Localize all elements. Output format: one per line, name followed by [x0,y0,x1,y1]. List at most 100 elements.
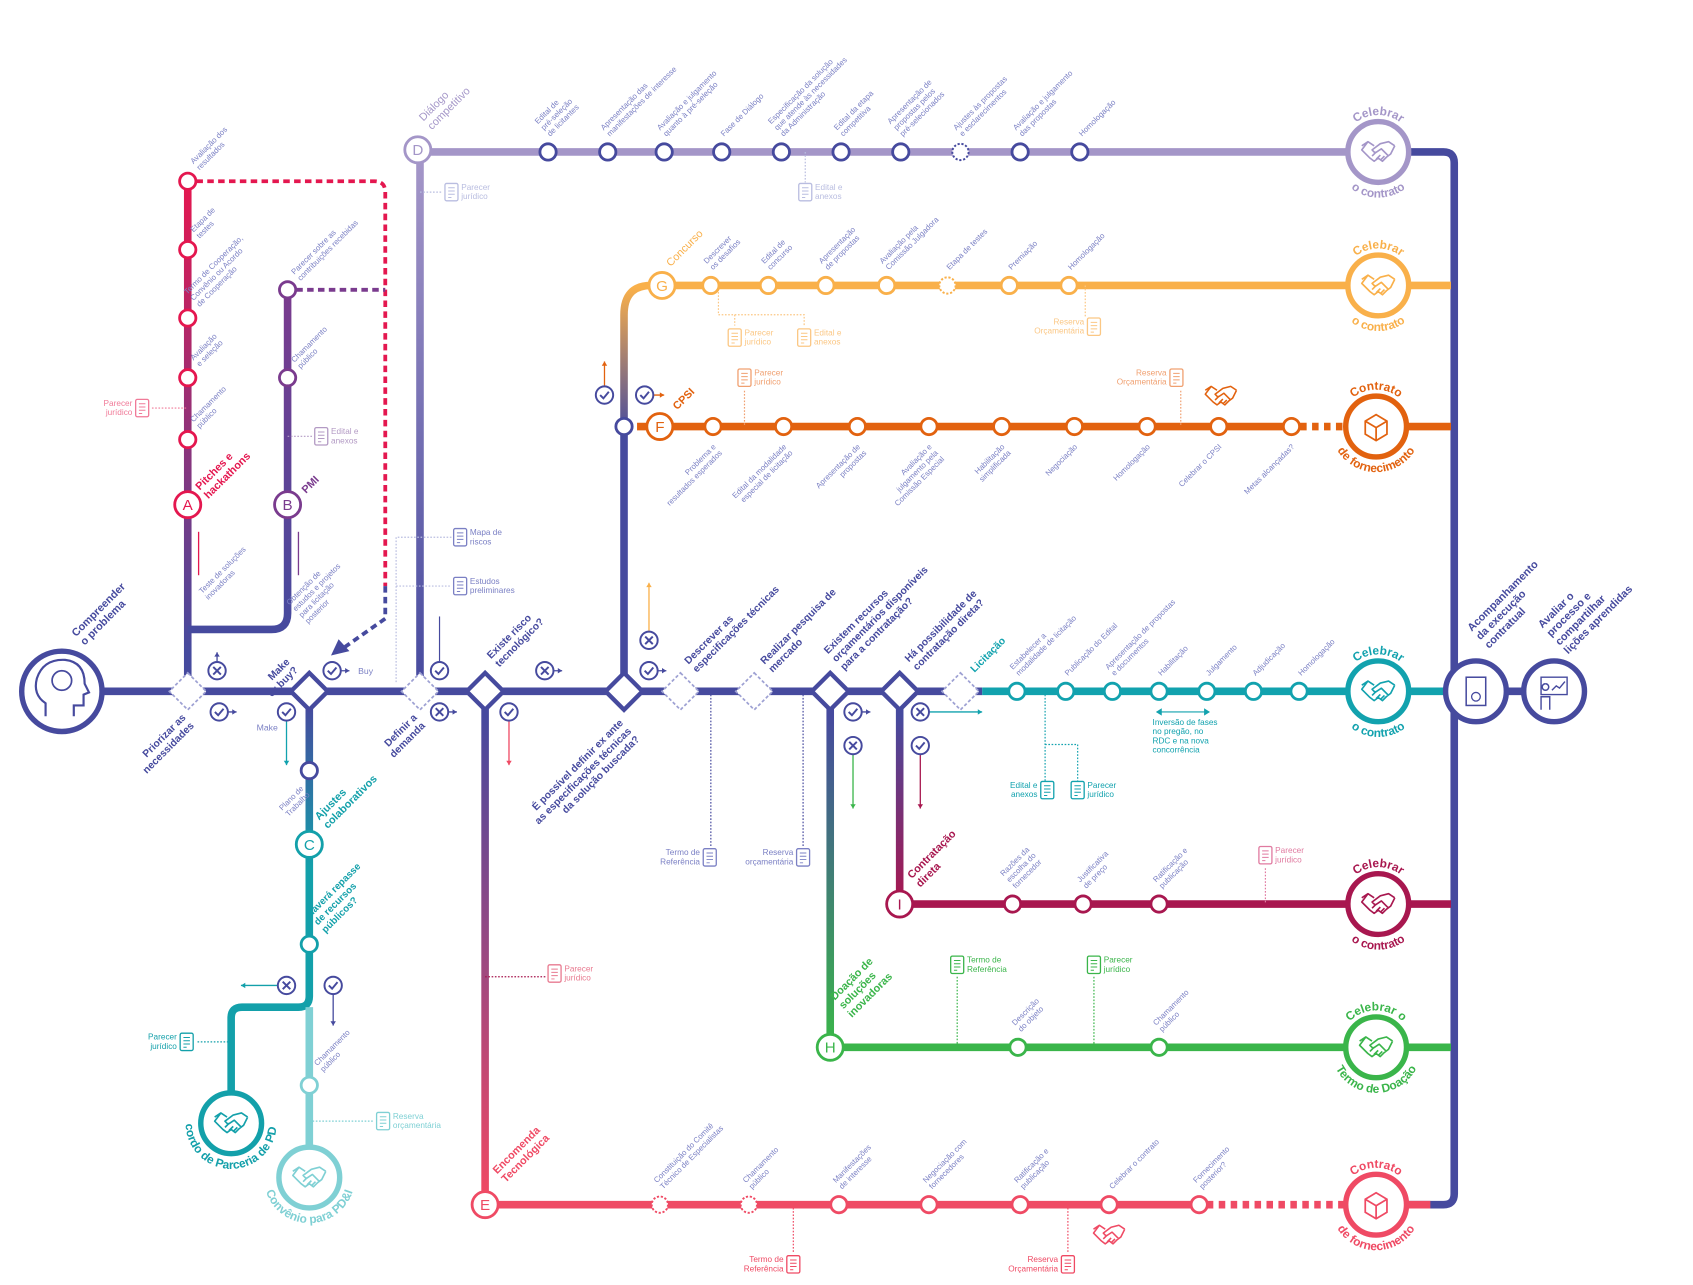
yes-marker[interactable] [639,661,667,681]
station[interactable] [758,275,778,296]
station[interactable] [1010,1195,1030,1215]
station[interactable] [847,416,867,437]
decision-3[interactable] [463,669,507,713]
station[interactable] [299,761,319,781]
station[interactable] [1137,416,1157,437]
station[interactable] [1149,894,1169,914]
station[interactable] [739,1195,758,1214]
line-badge[interactable]: E [470,1190,500,1220]
station[interactable] [919,1195,939,1215]
station[interactable] [178,368,198,388]
station[interactable] [1008,1037,1028,1057]
yes-marker[interactable] [276,702,297,766]
yes-marker[interactable] [499,702,519,766]
yes-marker[interactable] [323,975,343,1026]
terminal-node[interactable]: Convênio para PD&I [263,1144,356,1226]
station[interactable] [703,416,723,437]
decision-6[interactable] [734,671,774,712]
line-badge[interactable]: I [885,889,915,919]
station[interactable] [701,275,721,296]
station[interactable] [299,1075,319,1095]
line-badge[interactable]: H [815,1032,845,1062]
station[interactable] [891,142,911,162]
station[interactable] [816,275,836,296]
station[interactable] [992,416,1012,437]
line-badge[interactable]: B [273,490,303,520]
decision-2[interactable] [400,671,440,712]
yes-marker[interactable] [209,702,237,722]
start-node[interactable] [18,648,105,735]
monitor-node[interactable] [1442,658,1510,725]
yes-marker[interactable] [594,361,615,405]
station[interactable] [538,142,558,162]
station[interactable] [1209,416,1229,437]
station[interactable] [178,171,198,191]
line-badge[interactable]: G [647,271,677,300]
decision-5[interactable] [660,671,701,712]
no-marker[interactable] [910,702,983,722]
station[interactable] [278,368,298,388]
yes-marker[interactable] [322,661,350,681]
station[interactable] [877,275,897,296]
station[interactable] [278,280,298,300]
station[interactable] [178,240,198,260]
no-marker[interactable] [843,735,863,809]
station[interactable] [1002,894,1023,914]
station[interactable] [654,142,674,162]
line-badge[interactable]: D [403,135,433,165]
station[interactable] [938,276,957,295]
station[interactable] [299,934,319,954]
no-marker[interactable] [429,702,457,722]
station[interactable] [829,1195,849,1215]
station[interactable] [1149,681,1169,701]
yes-marker[interactable] [910,735,930,809]
line-badge[interactable]: A [173,490,203,520]
station[interactable] [951,142,970,162]
terminal-node[interactable]: Acordo de Parceria de PD&I [0,0,280,1172]
decision-9[interactable] [940,671,981,712]
station[interactable] [1064,416,1084,437]
yes-marker[interactable] [634,385,665,405]
no-marker[interactable] [207,652,227,681]
station[interactable] [178,308,198,328]
no-marker[interactable] [240,975,297,996]
no-marker[interactable] [535,661,563,681]
station[interactable] [1281,416,1302,437]
station[interactable] [1243,681,1264,701]
station[interactable] [1189,1195,1209,1215]
junction[interactable] [614,416,634,437]
decision-8[interactable] [878,669,922,713]
station[interactable] [1059,275,1079,296]
decision-4[interactable] [602,669,646,713]
line-badge[interactable]: F [645,412,675,441]
station[interactable] [1197,681,1217,701]
station[interactable] [650,1195,669,1214]
station[interactable] [598,142,618,162]
station[interactable] [178,430,198,450]
yes-marker[interactable] [429,661,450,681]
station[interactable] [999,275,1019,296]
station[interactable] [1070,142,1090,162]
